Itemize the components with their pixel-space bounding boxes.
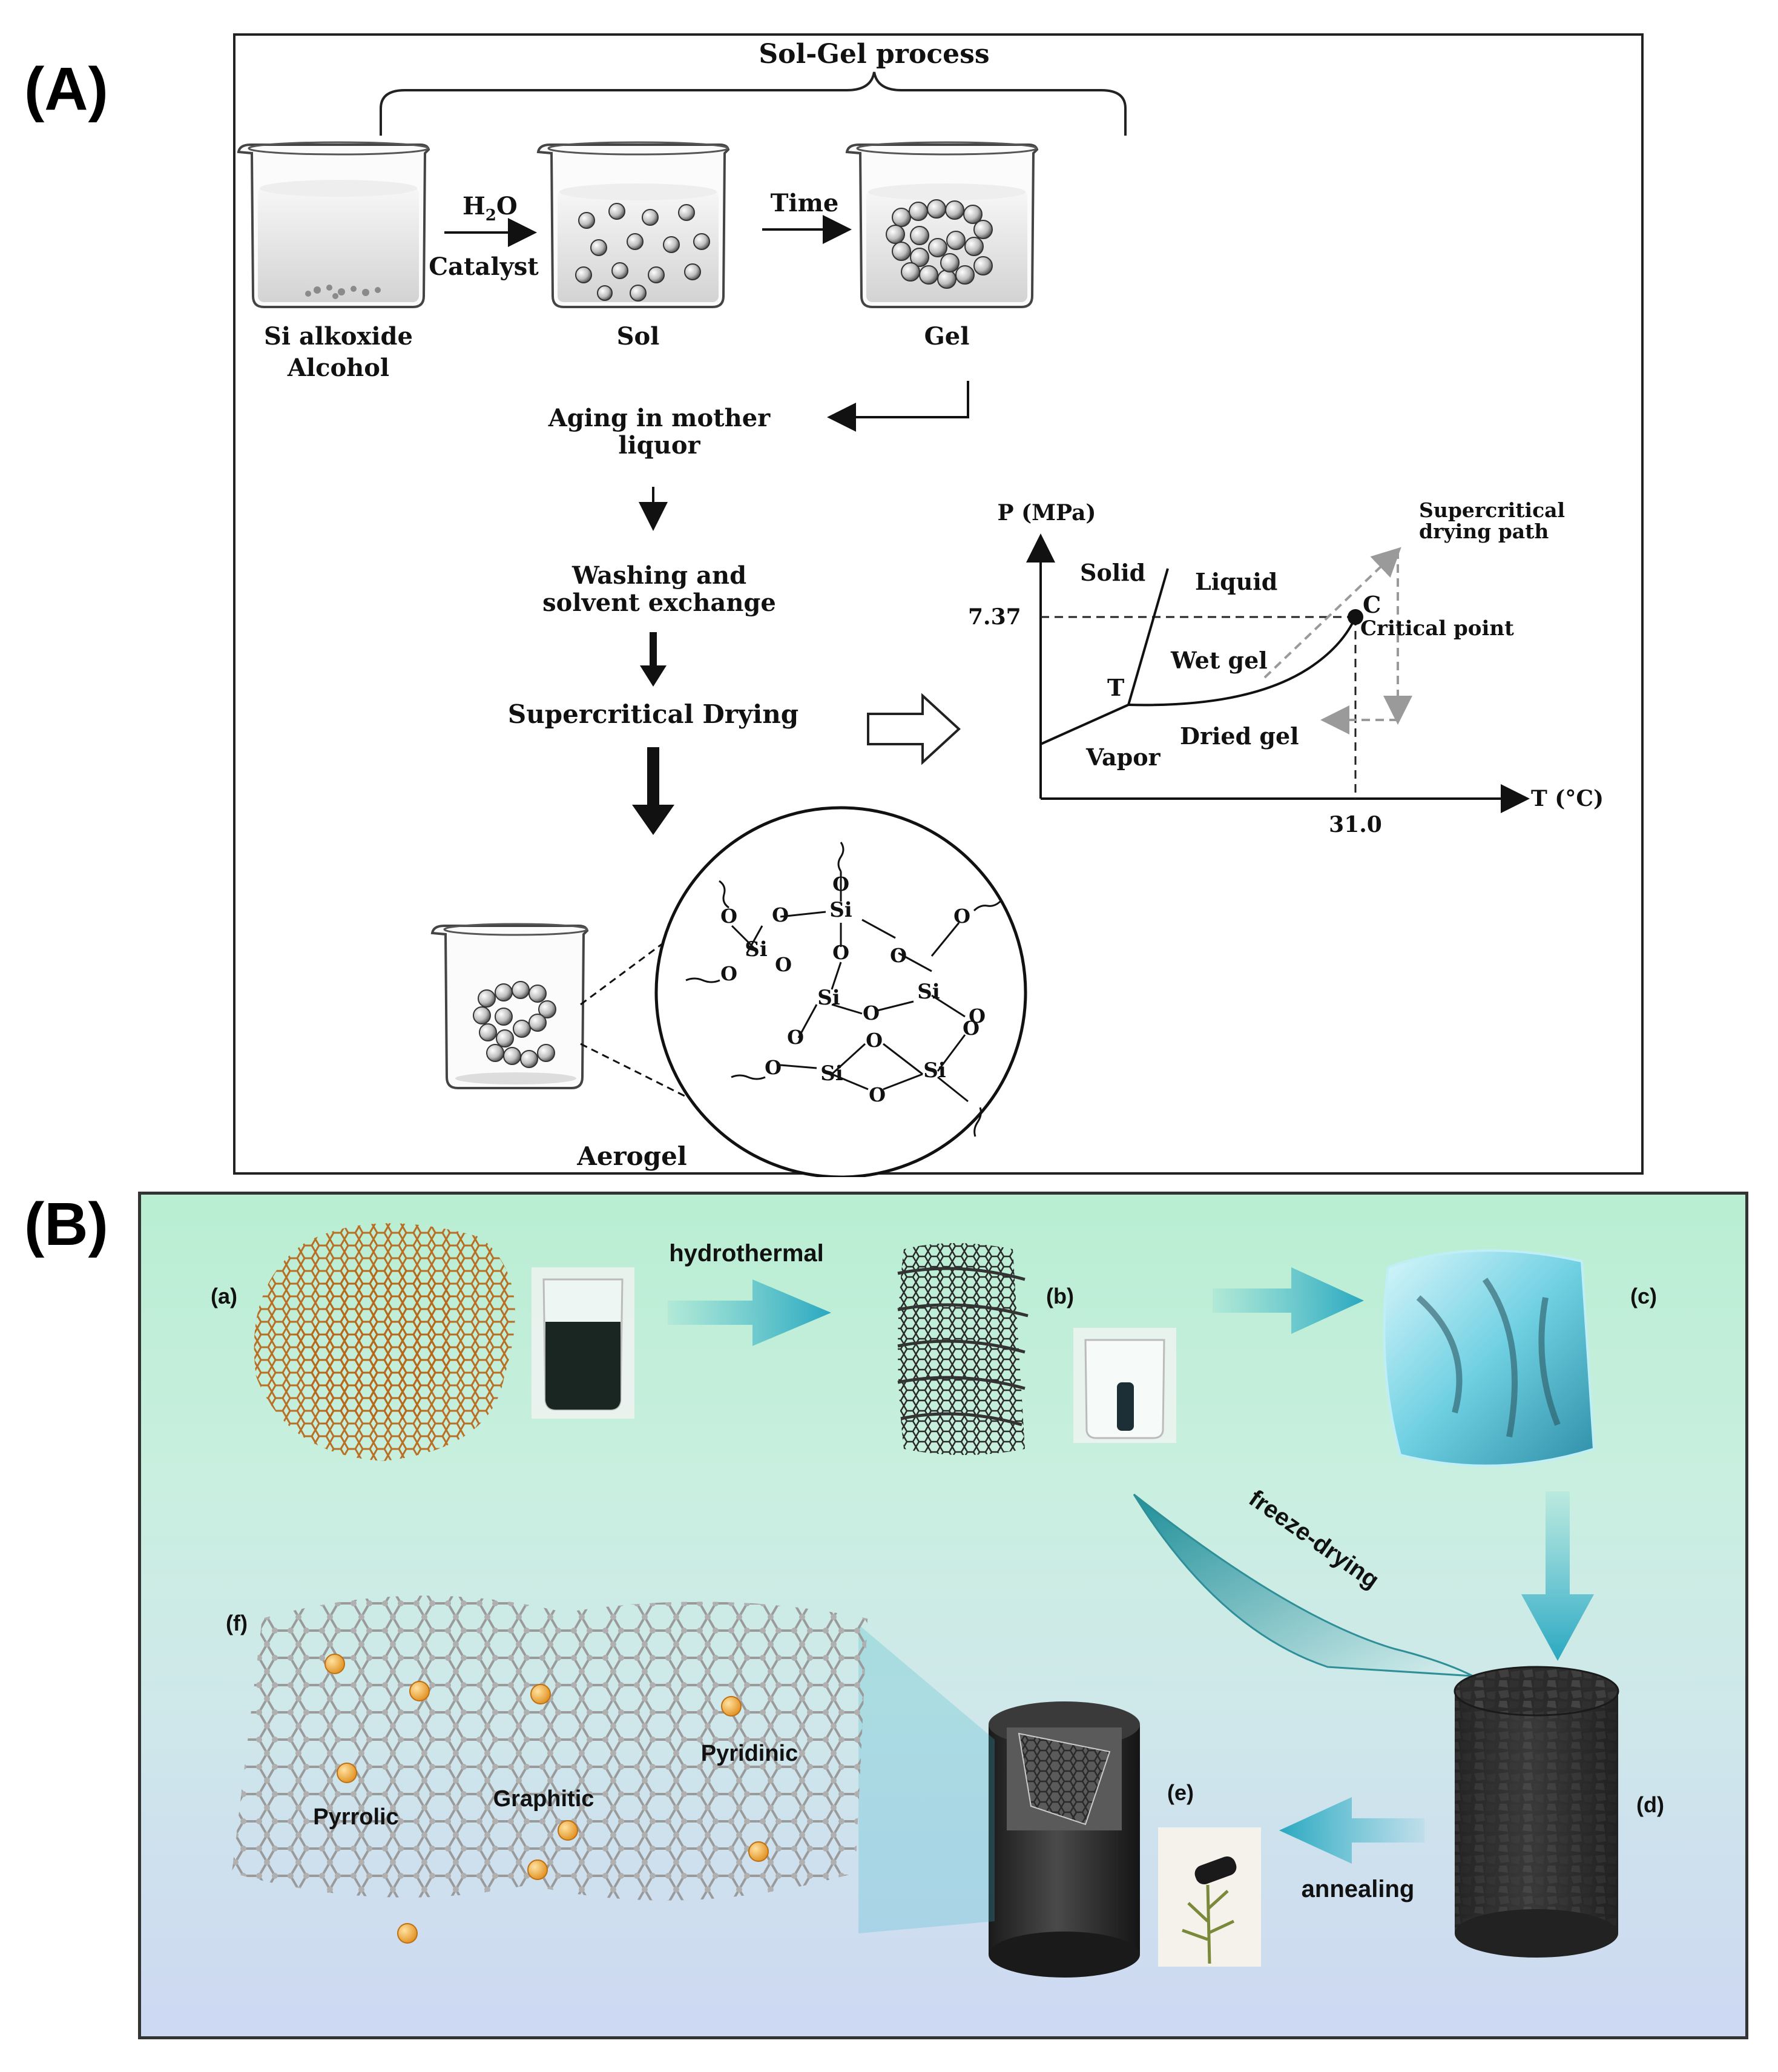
pyrrolic-label: Pyrrolic: [313, 1804, 399, 1830]
beaker-gel: [846, 141, 1038, 308]
arrow-to-aging: [827, 381, 969, 432]
panel-b-label: (B): [24, 1190, 108, 1258]
sol-gel-title: Sol-Gel process: [759, 39, 989, 70]
svg-text:O: O: [720, 905, 737, 928]
svg-text:O: O: [765, 1056, 782, 1079]
step-f-label: (f): [226, 1611, 248, 1635]
dopant-atoms: [324, 1654, 769, 1944]
phase-diagram: P (MPa) T (°C) 7.37 31.0 Solid Liquid Va…: [968, 498, 1604, 837]
wet-gel-label: Wet gel: [1170, 647, 1268, 674]
dried-gel-label: Dried gel: [1180, 722, 1299, 750]
svg-text:Si: Si: [829, 898, 852, 922]
critical-point-marker: [1348, 609, 1363, 625]
panel-a-frame: Sol-Gel process Si alkoxide Alcohol H2O …: [233, 33, 1644, 1177]
svg-text:O: O: [720, 962, 737, 985]
aerogel-label: Aerogel: [576, 1141, 687, 1171]
svg-text:Si: Si: [820, 1061, 843, 1086]
critical-letter: C: [1363, 591, 1381, 618]
step-d-label: (d): [1636, 1792, 1664, 1817]
step-e-label: (e): [1167, 1780, 1194, 1805]
freeze-drying-label: freeze-drying: [1244, 1485, 1384, 1594]
washing-label-2: solvent exchange: [542, 589, 776, 617]
graphene-oxide-sheets: [254, 1223, 515, 1461]
drying-path-label-2: drying path: [1419, 520, 1549, 543]
precursor-label-1: Si alkoxide: [264, 322, 413, 351]
pyridinic-label: Pyridinic: [701, 1741, 798, 1766]
graphene-aerogel-cylinder: [1454, 1666, 1619, 1958]
silica-network: Si Si Si Si Si Si O O O O O O O O O O O …: [654, 806, 1027, 1177]
svg-text:O: O: [866, 1029, 883, 1052]
arrow-to-aerogel: [632, 747, 674, 835]
liquid-region: Liquid: [1195, 568, 1277, 595]
step-b-label: (b): [1046, 1284, 1074, 1308]
stacked-graphene-sheets: [897, 1243, 1029, 1455]
svg-text:Si: Si: [923, 1058, 946, 1083]
time-label: Time: [771, 189, 839, 217]
svg-text:O: O: [787, 1026, 804, 1049]
zoom-beam: [858, 1625, 995, 1933]
sol-gel-diagram: Sol-Gel process Si alkoxide Alcohol H2O …: [237, 39, 1604, 1177]
gel-label: Gel: [924, 322, 970, 351]
svg-text:O: O: [953, 905, 970, 928]
svg-text:O: O: [969, 1005, 986, 1028]
vapor-region: Vapor: [1085, 744, 1161, 771]
graphitic-label: Graphitic: [493, 1786, 594, 1812]
svg-text:Si: Si: [917, 980, 940, 1004]
svg-text:O: O: [963, 1017, 980, 1040]
ice-cube: [1383, 1249, 1596, 1467]
beaker-aerogel: [430, 923, 589, 1089]
svg-text:O: O: [890, 944, 907, 967]
down-arrow: [1521, 1491, 1594, 1661]
svg-text:Si: Si: [817, 986, 840, 1010]
svg-text:O: O: [832, 873, 849, 896]
hydrogel-vial: [1073, 1328, 1176, 1443]
washing-label-1: Washing and: [571, 561, 746, 590]
beaker-sol: [537, 141, 729, 308]
aging-label-1: Aging in mother: [548, 404, 771, 432]
panel-b-frame: (a) hydrothermal (b) (c) freeze-drying (…: [138, 1192, 1748, 2039]
pressure-tick: 7.37: [968, 604, 1021, 630]
precursor-label-2: Alcohol: [287, 354, 389, 382]
hydrothermal-arrow: [668, 1279, 831, 1346]
t-axis-label: T (°C): [1531, 786, 1604, 811]
svg-text:O: O: [772, 903, 789, 926]
panel-a-label: (A): [24, 55, 108, 123]
catalyst-label: Catalyst: [429, 252, 539, 281]
go-dispersion-vial: [532, 1267, 634, 1419]
graphene-aerogel-diagram: (a) hydrothermal (b) (c) freeze-drying (…: [211, 1223, 1664, 1978]
beaker-precursor: [237, 141, 430, 308]
drying-path-label-1: Supercritical: [1419, 498, 1565, 522]
freeze-drying-arrow: [1133, 1493, 1473, 1677]
triple-point-label: T: [1107, 674, 1124, 701]
p-axis-label: P (MPa): [998, 500, 1096, 526]
drying-label: Supercritical Drying: [508, 699, 798, 729]
svg-text:O: O: [775, 953, 792, 976]
temperature-tick: 31.0: [1329, 812, 1382, 837]
n-doped-graphene-lattice: [232, 1595, 868, 1901]
arrow-to-phase-diagram: [867, 693, 961, 765]
freezing-arrow: [1213, 1267, 1364, 1334]
aging-label-2: liquor: [618, 431, 700, 460]
svg-text:O: O: [869, 1083, 886, 1106]
annealing-label: annealing: [1302, 1876, 1415, 1902]
process-brace: [380, 71, 1127, 136]
step-a-label: (a): [211, 1284, 237, 1308]
h2o-label: H2O: [463, 192, 518, 225]
solid-region: Solid: [1080, 559, 1145, 586]
aerogel-on-plant-photo: [1158, 1827, 1261, 1967]
svg-text:O: O: [832, 941, 849, 964]
step-c-label: (c): [1630, 1284, 1657, 1308]
hydrothermal-label: hydrothermal: [669, 1240, 824, 1267]
sol-label: Sol: [617, 322, 660, 351]
n-doped-aerogel-cylinder: [989, 1701, 1140, 1978]
svg-text:Si: Si: [745, 937, 768, 962]
critical-point-label: Critical point: [1360, 616, 1514, 641]
arrow-to-drying: [640, 632, 667, 687]
annealing-arrow: [1279, 1797, 1424, 1864]
svg-text:O: O: [863, 1001, 880, 1024]
